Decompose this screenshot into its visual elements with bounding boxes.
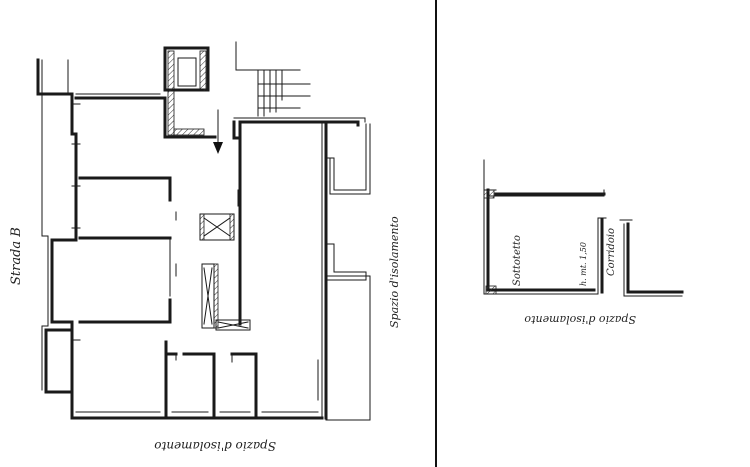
right-bottom-isolation-label: Spazio d'isolamento bbox=[524, 313, 636, 326]
left-outer-wall bbox=[36, 58, 78, 394]
attic-room-label: Sottotetto bbox=[512, 235, 523, 286]
right-attic-plan: Sottotetto h. mt. 1,50 Corridoio Spazio … bbox=[483, 159, 684, 326]
left-floor-plan: Strada B Spazio d'isolamento Spazio d'is… bbox=[9, 41, 401, 453]
left-right-isolation-label: Spazio d'isolamento bbox=[388, 216, 401, 328]
left-bottom-isolation-label: Spazio d'isolamento bbox=[154, 439, 276, 453]
attic-height-label: h. mt. 1,50 bbox=[579, 242, 588, 286]
corridor-label: Corridoio bbox=[606, 228, 617, 276]
street-label: Strada B bbox=[9, 227, 24, 285]
